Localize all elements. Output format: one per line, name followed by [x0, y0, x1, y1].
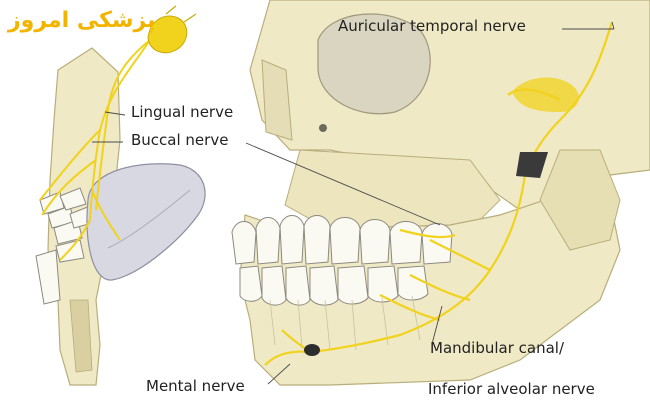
upper-teeth: [231, 215, 453, 265]
leader-lines: [92, 21, 615, 385]
nerve-ganglion: [147, 15, 188, 54]
left-nerves: [39, 39, 151, 261]
tongue: [86, 163, 206, 281]
label-lingual-nerve: Lingual nerve: [131, 103, 234, 121]
right-skull: [231, 0, 650, 386]
left-section: [35, 5, 206, 386]
label-auricular-temporal-nerve: Auricular temporal nerve: [338, 17, 526, 35]
label-buccal-nerve: Buccal nerve: [131, 131, 229, 149]
site-logo-watermark: پزشکی امروز: [8, 8, 156, 33]
lower-teeth: [239, 265, 429, 306]
label-inferior-alveolar-nerve: Inferior alveolar nerve: [428, 380, 595, 398]
label-mandibular-canal-line1: Mandibular canal/: [430, 339, 565, 357]
label-mental-nerve: Mental nerve: [146, 377, 245, 395]
right-nerves: [264, 21, 614, 366]
orbit: [317, 13, 431, 115]
